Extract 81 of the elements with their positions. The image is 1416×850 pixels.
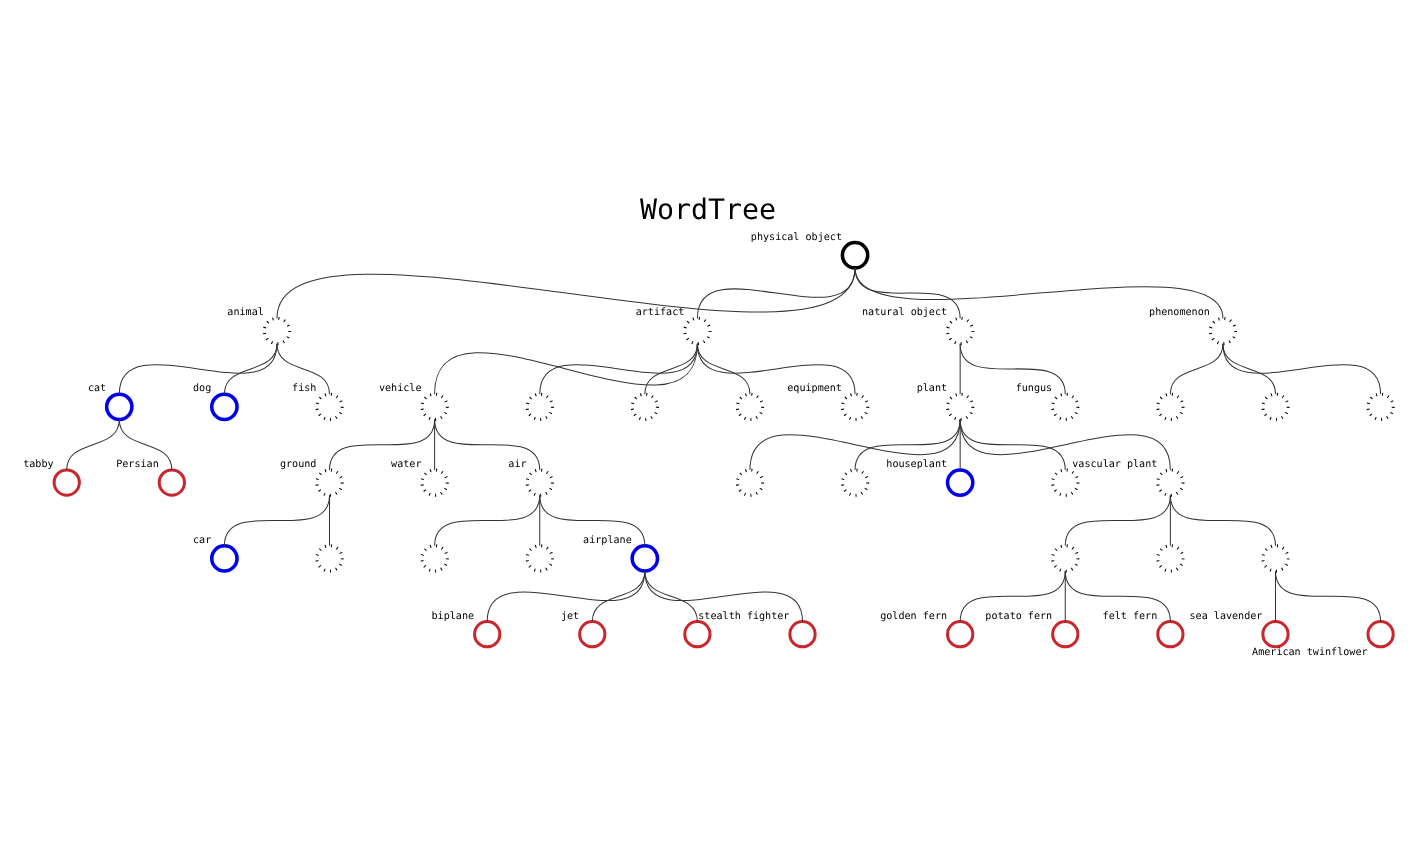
- node-circle: [946, 316, 975, 346]
- node-circle: [1366, 392, 1395, 421]
- node-circle: [525, 468, 554, 497]
- node-circle: [1051, 392, 1080, 421]
- connector: [276, 267, 856, 319]
- connector: [329, 494, 330, 547]
- node-circle: [420, 392, 449, 421]
- node-circle: [840, 392, 870, 421]
- connector: [1169, 494, 1276, 547]
- connector: [539, 343, 698, 395]
- connector: [1064, 570, 1171, 623]
- node-circle: [1051, 544, 1080, 573]
- node-circle: [262, 316, 292, 346]
- node-circle: [788, 620, 817, 649]
- connector: [329, 418, 436, 471]
- connector: [539, 494, 646, 547]
- connector: [486, 570, 646, 623]
- connector: [959, 418, 1171, 471]
- node-circle: [210, 544, 239, 573]
- connector: [959, 570, 1066, 623]
- node-circle: [630, 544, 660, 573]
- connector: [696, 267, 856, 319]
- node-circle: [525, 392, 554, 421]
- connector: [1222, 343, 1382, 395]
- node-circle: [1156, 392, 1185, 421]
- node-circle: [157, 468, 186, 497]
- connector: [644, 570, 803, 623]
- connector: [1064, 494, 1171, 547]
- connector: [66, 418, 120, 471]
- connector: [1275, 570, 1382, 623]
- connector: [644, 570, 698, 623]
- connector: [434, 418, 541, 471]
- node-circle: [52, 468, 81, 497]
- node-circle: [525, 544, 554, 573]
- connector: [696, 343, 751, 395]
- node-circle: [1051, 468, 1080, 497]
- connector: [644, 343, 698, 395]
- connector: [1169, 343, 1224, 395]
- node-circle: [1261, 392, 1290, 421]
- connector: [276, 343, 330, 395]
- node-circle: [630, 392, 659, 421]
- node-circle: [840, 240, 870, 270]
- node-circle: [473, 620, 502, 649]
- node-circle: [946, 392, 975, 421]
- node-circle: [210, 392, 239, 422]
- node-circle: [735, 392, 765, 421]
- node-circle: [315, 468, 344, 497]
- connector: [749, 418, 961, 471]
- node-circle: [683, 620, 712, 649]
- node-circle: [840, 468, 870, 497]
- connector: [223, 343, 278, 395]
- node-circle: [315, 392, 344, 421]
- node-circle: [420, 468, 449, 497]
- connector: [959, 343, 1066, 395]
- node-circle: [1156, 544, 1185, 573]
- node-circle: [1208, 316, 1238, 346]
- connector: [434, 494, 541, 547]
- node-circle: [1051, 620, 1080, 649]
- node-circle: [578, 620, 607, 649]
- node-circle: [420, 544, 449, 573]
- diagram-title: WordTree: [639, 194, 777, 227]
- node-circle: [1156, 620, 1185, 649]
- node-circle: [735, 468, 765, 497]
- connector: [118, 418, 173, 471]
- connector: [118, 343, 278, 395]
- node-circle: [683, 316, 712, 346]
- connector: [854, 418, 961, 471]
- connector: [223, 494, 330, 547]
- connector: [539, 494, 541, 547]
- connector: [434, 343, 698, 395]
- node-circle: [1261, 620, 1290, 649]
- node-circle: [104, 392, 134, 422]
- node-circle: [946, 620, 975, 649]
- node-circle: [945, 468, 975, 497]
- connector: [854, 267, 1224, 319]
- connector: [591, 570, 646, 623]
- node-circle: [1261, 544, 1290, 573]
- node-circle: [315, 544, 344, 573]
- node-circle: [1366, 620, 1395, 649]
- connector: [696, 343, 856, 395]
- node-circle: [1156, 468, 1185, 497]
